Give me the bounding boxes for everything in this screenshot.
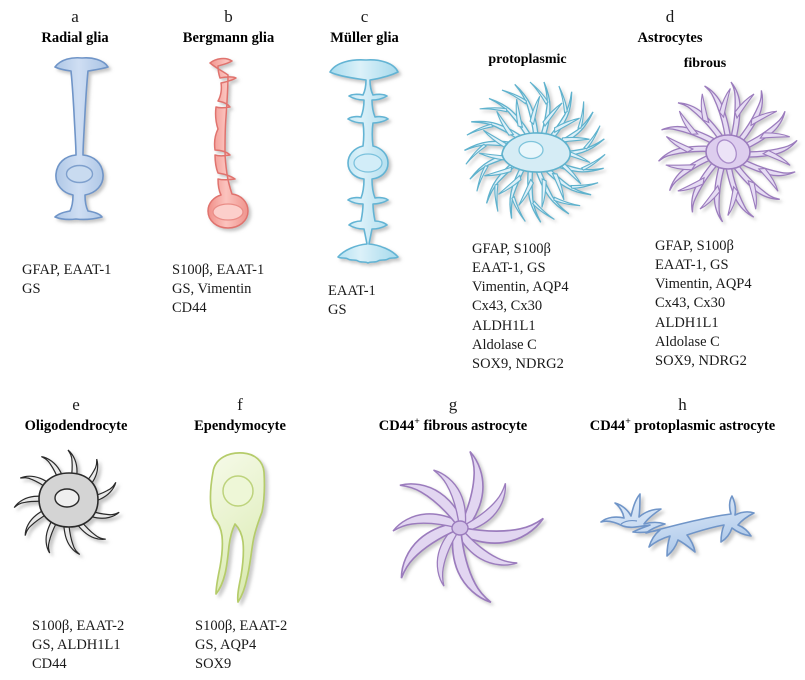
cd44-fibrous-astrocyte-illustration	[360, 450, 560, 611]
markers-protoplasmic-astrocyte: GFAP, S100β EAAT-1, GS Vimentin, AQP4 Cx…	[472, 240, 569, 374]
panel-cd44-fibrous-astrocyte: g CD44+ fibrous astrocyte	[338, 396, 568, 435]
marker-line: GFAP, EAAT-1	[22, 262, 112, 278]
radial-glia-illustration	[28, 55, 138, 235]
marker-line: GS	[328, 302, 347, 319]
marker-line: Vimentin, AQP4	[655, 276, 752, 293]
marker-line: SOX9, NDRG2	[655, 352, 747, 369]
panel-letter-b: b	[224, 7, 233, 26]
cd44-label: CD44	[589, 418, 626, 434]
marker-line: GS, ALDH1L1	[32, 637, 121, 654]
marker-line: SOX9	[195, 656, 232, 673]
bergmann-glia-illustration	[175, 55, 280, 240]
markers-ependymocyte: S100β, EAAT-2 GS, AQP4 SOX9	[195, 617, 287, 674]
marker-line: EAAT-1	[328, 283, 376, 299]
marker-line: Aldolase C	[655, 333, 720, 350]
panel-title-radial-glia: Radial glia	[41, 30, 109, 46]
marker-line: S100β, EAAT-2	[195, 618, 288, 634]
panel-title-ependymocyte: Ependymocyte	[194, 418, 286, 434]
panel-bergmann-glia: b Bergmann glia	[141, 8, 316, 47]
panel-letter-d: d	[665, 7, 675, 26]
ependymocyte-illustration	[185, 450, 315, 610]
marker-line: ALDH1L1	[472, 317, 536, 334]
marker-line: GS, Vimentin	[172, 281, 252, 298]
panel-title-oligodendrocyte: Oligodendrocyte	[24, 418, 128, 434]
marker-line: Cx43, Cx30	[655, 295, 726, 312]
marker-line: CD44	[32, 656, 67, 673]
marker-line: CD44	[172, 300, 207, 317]
cd44-fibrous-suffix: fibrous astrocyte	[419, 418, 528, 434]
marker-line: EAAT-1, GS	[472, 260, 546, 277]
fibrous-astrocyte-illustration	[650, 76, 805, 230]
panel-letter-c: c	[360, 7, 369, 26]
plus-superscript: +	[625, 416, 631, 428]
marker-line: S100β, EAAT-2	[32, 618, 125, 634]
marker-line: Aldolase C	[472, 336, 537, 353]
marker-line: SOX9, NDRG2	[472, 355, 564, 372]
panel-letter-a: a	[71, 7, 79, 26]
panel-title-cd44-fibrous-astrocyte: CD44+ fibrous astrocyte	[338, 416, 568, 435]
marker-line: Vimentin, AQP4	[472, 279, 569, 296]
cd44-label: CD44	[378, 418, 415, 434]
plus-superscript: +	[414, 416, 420, 428]
panel-letter-h: h	[678, 395, 687, 414]
panel-letter-e: e	[72, 395, 80, 414]
panel-muller-glia: c Müller glia	[292, 8, 437, 47]
markers-muller-glia: EAAT-1 GS	[328, 282, 376, 320]
oligodendrocyte-illustration	[5, 445, 155, 580]
panel-radial-glia: a Radial glia	[0, 8, 150, 47]
marker-line: ALDH1L1	[655, 314, 719, 331]
marker-line: GS, AQP4	[195, 637, 257, 654]
panel-title-bergmann-glia: Bergmann glia	[182, 30, 275, 46]
marker-line: S100β, EAAT-1	[172, 262, 265, 278]
cd44-protoplasmic-suffix: protoplasmic astrocyte	[630, 418, 776, 434]
muller-glia-illustration	[318, 58, 423, 273]
marker-line: EAAT-1, GS	[655, 257, 729, 274]
panel-fibrous-astrocyte: fibrous	[645, 56, 765, 71]
marker-line: GFAP, S100β	[655, 238, 734, 254]
marker-line: GS	[22, 281, 41, 298]
group-header-astrocytes: d Astrocytes	[580, 8, 760, 47]
marker-line: GFAP, S100β	[472, 241, 551, 257]
panel-ependymocyte: f Ependymocyte	[160, 396, 320, 435]
group-title-astrocytes: Astrocytes	[637, 30, 703, 46]
markers-fibrous-astrocyte: GFAP, S100β EAAT-1, GS Vimentin, AQP4 Cx…	[655, 237, 752, 371]
protoplasmic-astrocyte-illustration	[442, 72, 632, 232]
panel-title-cd44-protoplasmic-astrocyte: CD44+ protoplasmic astrocyte	[560, 416, 805, 435]
markers-radial-glia: GFAP, EAAT-1 GS	[22, 261, 111, 299]
markers-oligodendrocyte: S100β, EAAT-2 GS, ALDH1L1 CD44	[32, 617, 124, 674]
panel-title-muller-glia: Müller glia	[330, 30, 399, 46]
panel-subtitle-protoplasmic: protoplasmic	[488, 52, 567, 67]
panel-cd44-protoplasmic-astrocyte: h CD44+ protoplasmic astrocyte	[560, 396, 805, 435]
panel-oligodendrocyte: e Oligodendrocyte	[0, 396, 152, 435]
cd44-protoplasmic-astrocyte-illustration	[595, 480, 795, 590]
panel-protoplasmic-astrocyte: protoplasmic	[440, 52, 615, 67]
marker-line: Cx43, Cx30	[472, 298, 543, 315]
panel-letter-f: f	[237, 395, 243, 414]
panel-letter-g: g	[448, 395, 458, 414]
panel-subtitle-fibrous: fibrous	[683, 56, 727, 71]
markers-bergmann-glia: S100β, EAAT-1 GS, Vimentin CD44	[172, 261, 264, 318]
